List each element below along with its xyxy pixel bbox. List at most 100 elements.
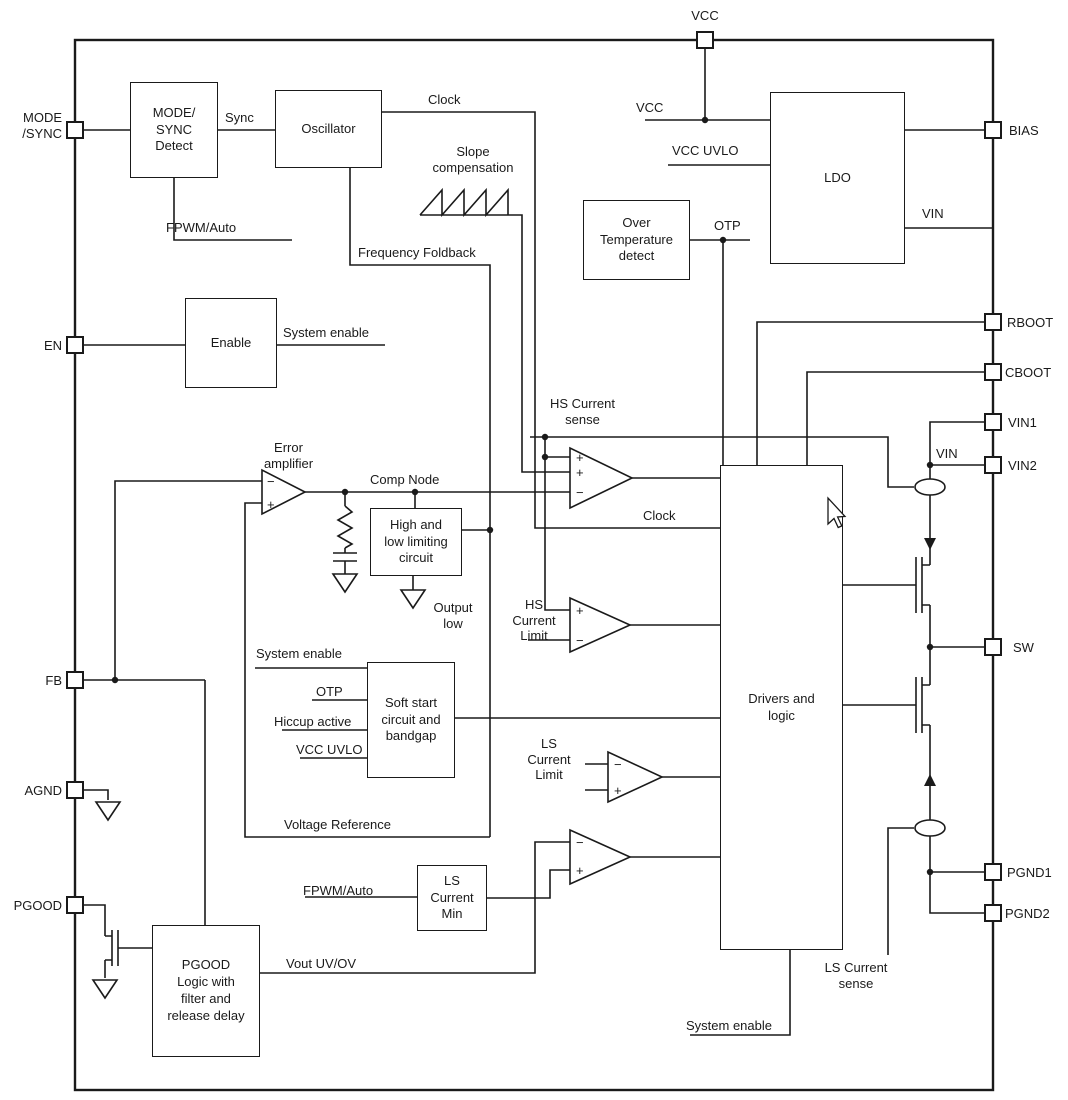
- pin-label-cboot: CBOOT: [1005, 365, 1052, 380]
- block-oscillator: Oscillator: [275, 90, 382, 168]
- ground-symbols: [91, 573, 427, 1000]
- label-hs-current-sense: HS Current sense: [549, 396, 616, 427]
- wire-slope-compensation-sawtooth: [419, 187, 570, 473]
- pin-pgnd2: [984, 904, 1002, 922]
- wire-vin-rail: [929, 421, 985, 565]
- pin-bias: [984, 121, 1002, 139]
- label-vin-ldo: VIN: [922, 206, 944, 221]
- label-system-enable-ss: System enable: [256, 646, 342, 661]
- plus-sign: +: [576, 465, 584, 480]
- wires: [83, 48, 993, 1036]
- ls-fet-symbol: [843, 677, 930, 733]
- pin-vin2: [984, 456, 1002, 474]
- wire-system-enable-bottom: [690, 950, 791, 1036]
- pin-pgnd1: [984, 863, 1002, 881]
- pin-mode-sync: [66, 121, 84, 139]
- error-amplifier-opamp: [261, 468, 307, 516]
- hs-current-limit-comparator: [569, 596, 632, 654]
- pin-label-sw: SW: [1013, 640, 1034, 655]
- plus-sign: +: [267, 497, 275, 512]
- plus-sign: +: [576, 603, 584, 618]
- label-vcc-uvlo-ss: VCC UVLO: [296, 742, 363, 757]
- label-sync: Sync: [225, 110, 254, 125]
- pin-label-rboot: RBOOT: [1007, 315, 1054, 330]
- plus-sign: +: [614, 783, 622, 798]
- block-ls-current-min: LS Current Min: [417, 865, 487, 931]
- pin-label-agnd: AGND: [24, 783, 62, 798]
- pin-vcc: [696, 31, 714, 49]
- label-vcc-uvlo-ldo: VCC UVLO: [672, 143, 739, 158]
- plus-sign: +: [576, 450, 584, 465]
- ls-comparator: [569, 828, 632, 886]
- pin-en: [66, 336, 84, 354]
- label-frequency-foldback: Frequency Foldback: [358, 245, 476, 260]
- label-system-enable: System enable: [283, 325, 369, 340]
- block-drivers-logic: Drivers and logic: [720, 465, 843, 950]
- wire-current-sense: [530, 436, 914, 955]
- pin-label-bias: BIAS: [1009, 123, 1039, 138]
- chip-border: [73, 38, 995, 1092]
- wire-sw: [929, 605, 985, 685]
- minus-sign: −: [614, 757, 622, 772]
- label-hiccup-active: Hiccup active: [274, 714, 352, 729]
- label-otp: OTP: [714, 218, 741, 233]
- wire-otp: [690, 239, 750, 465]
- pin-label-vcc-top: VCC: [691, 8, 719, 23]
- pins: [66, 31, 1002, 922]
- pin-label-mode-sync: MODE /SYNC: [22, 110, 62, 141]
- pin-label-vin2: VIN2: [1008, 458, 1037, 473]
- wire-clock: [382, 111, 720, 529]
- wire-rboot-cboot: [756, 321, 985, 465]
- pin-label-vin1: VIN1: [1008, 415, 1037, 430]
- minus-sign: −: [576, 835, 584, 850]
- label-ls-current-sense: LS Current sense: [824, 960, 888, 991]
- ground-icon: [94, 801, 122, 822]
- ls-current-limit-comparator: [607, 750, 664, 804]
- pin-pgood: [66, 896, 84, 914]
- label-vin-rail: VIN: [936, 446, 958, 461]
- label-fpwm-auto-top: FPWM/Auto: [166, 220, 237, 235]
- pin-label-pgnd1: PGND1: [1007, 865, 1052, 880]
- pin-label-pgood: PGOOD: [13, 898, 62, 913]
- comparators: [261, 446, 664, 886]
- pin-cboot: [984, 363, 1002, 381]
- label-ls-current-limit: LS Current Limit: [527, 736, 571, 783]
- minus-sign: −: [267, 474, 275, 489]
- label-error-amplifier: Error amplifier: [263, 440, 314, 471]
- pin-agnd: [66, 781, 84, 799]
- pin-label-fb: FB: [45, 673, 62, 688]
- label-fpwm-auto-bottom: FPWM/Auto: [303, 883, 374, 898]
- block-soft-start-bandgap: Soft start circuit and bandgap: [367, 662, 455, 778]
- pwm-comparator: [569, 446, 634, 510]
- pgood-fet-symbol: [83, 904, 152, 978]
- wire-modesync-sync-fpwm: [83, 129, 292, 241]
- label-comp-node: Comp Node: [370, 472, 440, 487]
- pin-fb: [66, 671, 84, 689]
- pin-rboot: [984, 313, 1002, 331]
- plus-sign: +: [576, 863, 584, 878]
- label-slope-compensation: Slope compensation: [432, 144, 514, 175]
- pin-vin1: [984, 413, 1002, 431]
- wire-foldback-reference-outputlow: [244, 168, 491, 838]
- minus-sign: −: [576, 633, 584, 648]
- label-vcc-ldo: VCC: [636, 100, 664, 115]
- block-ldo: LDO: [770, 92, 905, 264]
- pin-label-en: EN: [43, 338, 62, 353]
- comparator-signs: − + + + − + − − + − +: [267, 450, 622, 878]
- wire-pgnd: [929, 725, 985, 914]
- ground-icon: [91, 979, 119, 1000]
- block-over-temperature-detect: Over Temperature detect: [583, 200, 690, 280]
- junction-dots: [111, 116, 934, 876]
- label-clock-top: Clock: [428, 92, 461, 107]
- label-output-low: Output low: [433, 600, 473, 631]
- hs-current-sensor-icon: [914, 478, 946, 496]
- ground-icon: [331, 573, 359, 594]
- label-clock-drivers: Clock: [643, 508, 676, 523]
- arrow-up-icon: [924, 774, 936, 786]
- pin-sw: [984, 638, 1002, 656]
- arrow-down-icon: [924, 538, 936, 550]
- wire-comparator-io: [260, 477, 720, 974]
- block-mode-sync-detect: MODE/ SYNC Detect: [130, 82, 218, 178]
- label-hs-current-limit: HS Current Limit: [512, 597, 556, 644]
